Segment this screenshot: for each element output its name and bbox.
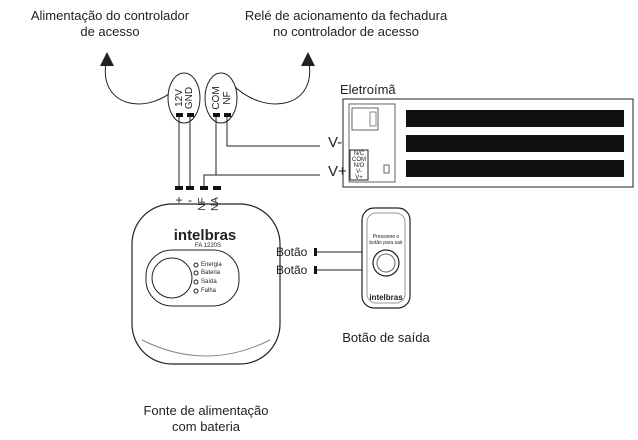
psu-label-nf: NF: [197, 197, 208, 211]
psu-led-1: [193, 262, 199, 268]
psu-knob: [151, 257, 193, 299]
button-label-1: Botão: [276, 245, 308, 259]
terminal-label-com: COM: [211, 86, 222, 110]
electromagnet-led: [383, 164, 390, 174]
psu-terminal-minus: [186, 186, 194, 190]
magnet-terminal: V-: [356, 169, 362, 175]
wire-nf-relay: [226, 117, 320, 147]
terminal-nf: [224, 113, 231, 117]
v-plus-label: V+: [328, 163, 347, 180]
exit-device-text: Pressione o botão para sair: [368, 234, 404, 246]
terminal-gnd: [187, 113, 194, 117]
psu-led-4: [193, 288, 199, 294]
exit-device-text-line-1: Pressione o: [372, 234, 400, 240]
exit-device-brand: intelbras: [369, 293, 403, 302]
psu-terminal-na: [213, 186, 221, 190]
exit-button-label: Botão de saída: [342, 330, 430, 345]
psu-brand: intelbras: [173, 227, 237, 244]
psu-led-2: [193, 270, 199, 276]
electromagnet-terminal-block: [349, 149, 369, 181]
magnet-terminal: N/O: [353, 163, 365, 169]
lock-relay-line-1: Relé de acionamento da fechadura: [244, 8, 448, 23]
button-wire-2-tip: [314, 266, 317, 274]
exit-button-push-inner: [376, 253, 396, 273]
electromagnet-stripe-1: [406, 110, 624, 127]
magnet-terminal: N/C: [353, 151, 365, 157]
controller-power-arrowhead: [100, 52, 114, 66]
terminal-com: [213, 113, 220, 117]
magnet-terminal-list: N/C COM N/O V- V+: [351, 151, 367, 181]
psu-label-plus: +: [175, 193, 183, 207]
power-supply-label: Fonte de alimentação com bateria: [116, 403, 296, 435]
controller-power-line-1: Alimentação do controlador: [30, 8, 190, 23]
button-label-2: Botão: [276, 263, 308, 277]
power-supply-line-1: Fonte de alimentação: [143, 403, 269, 418]
psu-led-label-3: Saída: [201, 279, 217, 285]
psu-label-minus: -: [188, 193, 192, 207]
lock-relay-line-2: no controlador de acesso: [273, 24, 419, 39]
relay-terminal-oval: [204, 72, 238, 124]
controller-power-label: Alimentação do controlador de acesso: [0, 8, 220, 40]
controller-power-line-2: de acesso: [80, 24, 140, 39]
v-minus-label: V-: [328, 134, 343, 151]
psu-led-label-1: Energia: [201, 262, 222, 268]
electromagnet-label: Eletroímã: [340, 82, 396, 97]
psu-led-label-4: Falha: [201, 288, 217, 294]
psu-model: FA 1220S: [194, 243, 222, 249]
magnet-terminal: V+: [355, 175, 363, 181]
wire-nf-psu: [203, 174, 216, 186]
psu-led-label-2: Bateria: [201, 270, 221, 276]
terminal-label-nf: NF: [222, 91, 233, 105]
psu-terminal-nf: [200, 186, 208, 190]
terminal-12v: [176, 113, 183, 117]
magnet-terminal: COM: [352, 157, 366, 163]
lock-relay-arrowhead: [301, 52, 315, 66]
psu-terminal-plus: [175, 186, 183, 190]
electromagnet-window-inner: [369, 111, 377, 127]
electromagnet-stripe-2: [406, 135, 624, 152]
power-supply-line-2: com bateria: [172, 419, 240, 434]
psu-led-3: [193, 279, 199, 285]
psu-bottom-shadow: [141, 339, 271, 357]
electromagnet-stripe-3: [406, 160, 624, 177]
power-terminal-oval: [167, 72, 201, 124]
button-wire-1-tip: [314, 248, 317, 256]
terminal-label-gnd: GND: [184, 86, 195, 110]
exit-device-text-line-2: botão para sair: [369, 240, 403, 246]
lock-relay-label: Relé de acionamento da fechadura no cont…: [236, 8, 456, 40]
psu-label-na: NA: [210, 197, 221, 211]
exit-button-inner: [366, 212, 406, 304]
lock-relay-arrow: [231, 57, 311, 105]
